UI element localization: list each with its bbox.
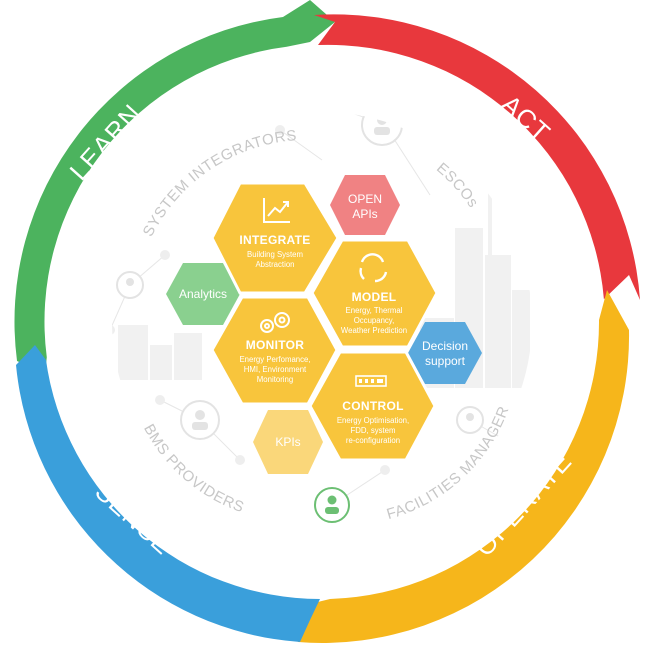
decision-line2: support bbox=[425, 354, 466, 368]
sense-arc bbox=[16, 345, 320, 642]
analytics-label: Analytics bbox=[179, 287, 227, 301]
model-sub2: Occupancy, bbox=[354, 316, 395, 325]
control-title: CONTROL bbox=[342, 399, 403, 413]
open-apis-hex: OPEN APIs bbox=[330, 175, 400, 235]
integrate-hex: INTEGRATE Building System Abstraction bbox=[210, 181, 340, 295]
integrate-sub1: Building System bbox=[247, 250, 303, 259]
controller-icon bbox=[355, 375, 387, 387]
model-hex: MODEL Energy, Thermal Occupancy, Weather… bbox=[310, 238, 439, 349]
kpis-label: KPIs bbox=[275, 435, 300, 449]
kpis-hex: KPIs bbox=[253, 410, 323, 474]
control-sub2: FDD, system bbox=[350, 426, 395, 435]
escos-label: ESCOs bbox=[433, 160, 482, 211]
operate-arc bbox=[285, 290, 630, 643]
integrate-title: INTEGRATE bbox=[239, 233, 310, 247]
monitor-title: MONITOR bbox=[246, 338, 305, 352]
integrate-sub2: Abstraction bbox=[255, 260, 294, 269]
control-hex: CONTROL Energy Optimisation, FDD, system… bbox=[308, 350, 437, 462]
control-sub3: re-configuration bbox=[346, 436, 400, 445]
model-sub1: Energy, Thermal bbox=[346, 306, 403, 315]
decision-support-hex: Decision support bbox=[408, 322, 482, 384]
monitor-sub3: Monitoring bbox=[257, 375, 293, 384]
act-arc bbox=[314, 14, 640, 301]
model-title: MODEL bbox=[352, 290, 397, 304]
learn-arc bbox=[14, 0, 335, 374]
open-apis-line1: OPEN bbox=[348, 192, 382, 206]
monitor-hex: MONITOR Energy Perfomance, HMI, Environm… bbox=[210, 295, 339, 406]
decision-line1: Decision bbox=[422, 339, 468, 353]
analytics-hex: Analytics bbox=[166, 263, 240, 325]
cycle-arrows-icon bbox=[359, 253, 388, 283]
person-icon bbox=[314, 487, 350, 523]
monitor-sub1: Energy Perfomance, bbox=[239, 355, 310, 364]
gears-icon bbox=[260, 312, 290, 333]
model-sub3: Weather Prediction bbox=[341, 326, 407, 335]
monitor-sub2: HMI, Environment bbox=[244, 365, 307, 374]
chart-trend-icon bbox=[263, 198, 290, 223]
open-apis-line2: APIs bbox=[352, 207, 377, 221]
control-sub1: Energy Optimisation, bbox=[337, 416, 409, 425]
